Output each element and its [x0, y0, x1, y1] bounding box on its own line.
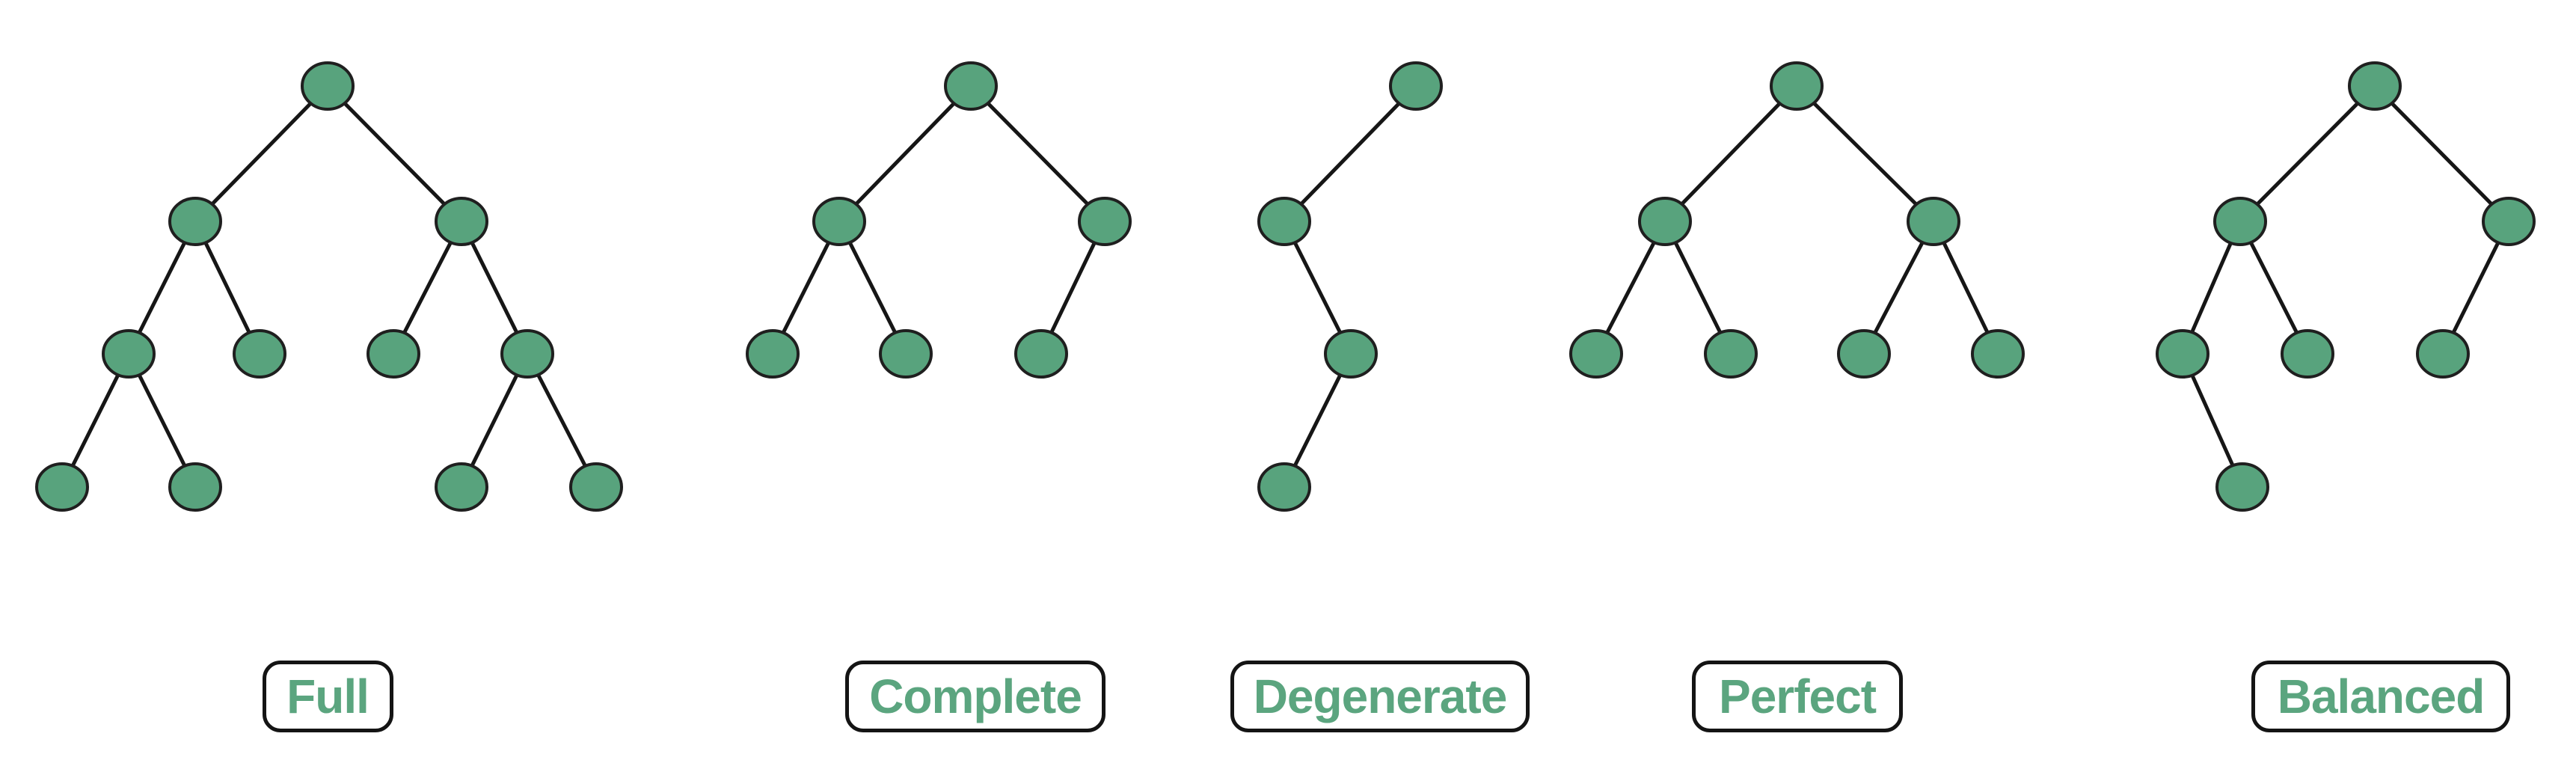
tree-node	[746, 329, 800, 379]
tree-complete	[746, 61, 1132, 379]
tree-node	[1078, 197, 1132, 246]
tree-node	[35, 462, 89, 512]
tree-node	[435, 197, 488, 246]
tree-node	[1971, 329, 2025, 379]
tree-balanced	[2156, 61, 2536, 512]
tree-degenerate	[1257, 61, 1443, 512]
tree-node	[812, 197, 866, 246]
tree-node	[1257, 462, 1311, 512]
tree-node	[1907, 197, 1960, 246]
tree-node	[301, 61, 355, 111]
tree-node	[1770, 61, 1824, 111]
tree-node	[1014, 329, 1068, 379]
tree-node	[1837, 329, 1891, 379]
tree-edge	[969, 85, 1106, 223]
tree-edge	[194, 85, 329, 223]
tree-node	[233, 329, 286, 379]
tree-node	[2213, 197, 2267, 246]
tree-edge	[1283, 85, 1417, 223]
tree-node	[435, 462, 488, 512]
tree-node	[569, 462, 623, 512]
tree-node	[1324, 329, 1378, 379]
tree-node	[1569, 329, 1623, 379]
tree-node	[367, 329, 420, 379]
tree-node	[102, 329, 156, 379]
tree-node	[168, 197, 222, 246]
tree-node	[1257, 197, 1311, 246]
tree-node	[500, 329, 554, 379]
tree-edge	[1795, 85, 1935, 223]
tree-node	[1638, 197, 1692, 246]
tree-edge	[838, 85, 972, 223]
tree-node	[2348, 61, 2402, 111]
tree-edge	[1663, 85, 1798, 223]
tree-node	[879, 329, 933, 379]
tree-edge	[2373, 85, 2510, 223]
tree-node	[2156, 329, 2209, 379]
tree-node	[2482, 197, 2536, 246]
tree-perfect	[1569, 61, 2025, 379]
tree-edge	[2239, 85, 2376, 223]
tree-edge	[326, 85, 463, 223]
tree-node	[2215, 462, 2269, 512]
tree-full	[35, 61, 623, 512]
tree-node	[944, 61, 998, 111]
tree-node	[2281, 329, 2334, 379]
tree-node	[1389, 61, 1443, 111]
tree-node	[168, 462, 222, 512]
tree-node	[1704, 329, 1758, 379]
tree-node	[2416, 329, 2470, 379]
